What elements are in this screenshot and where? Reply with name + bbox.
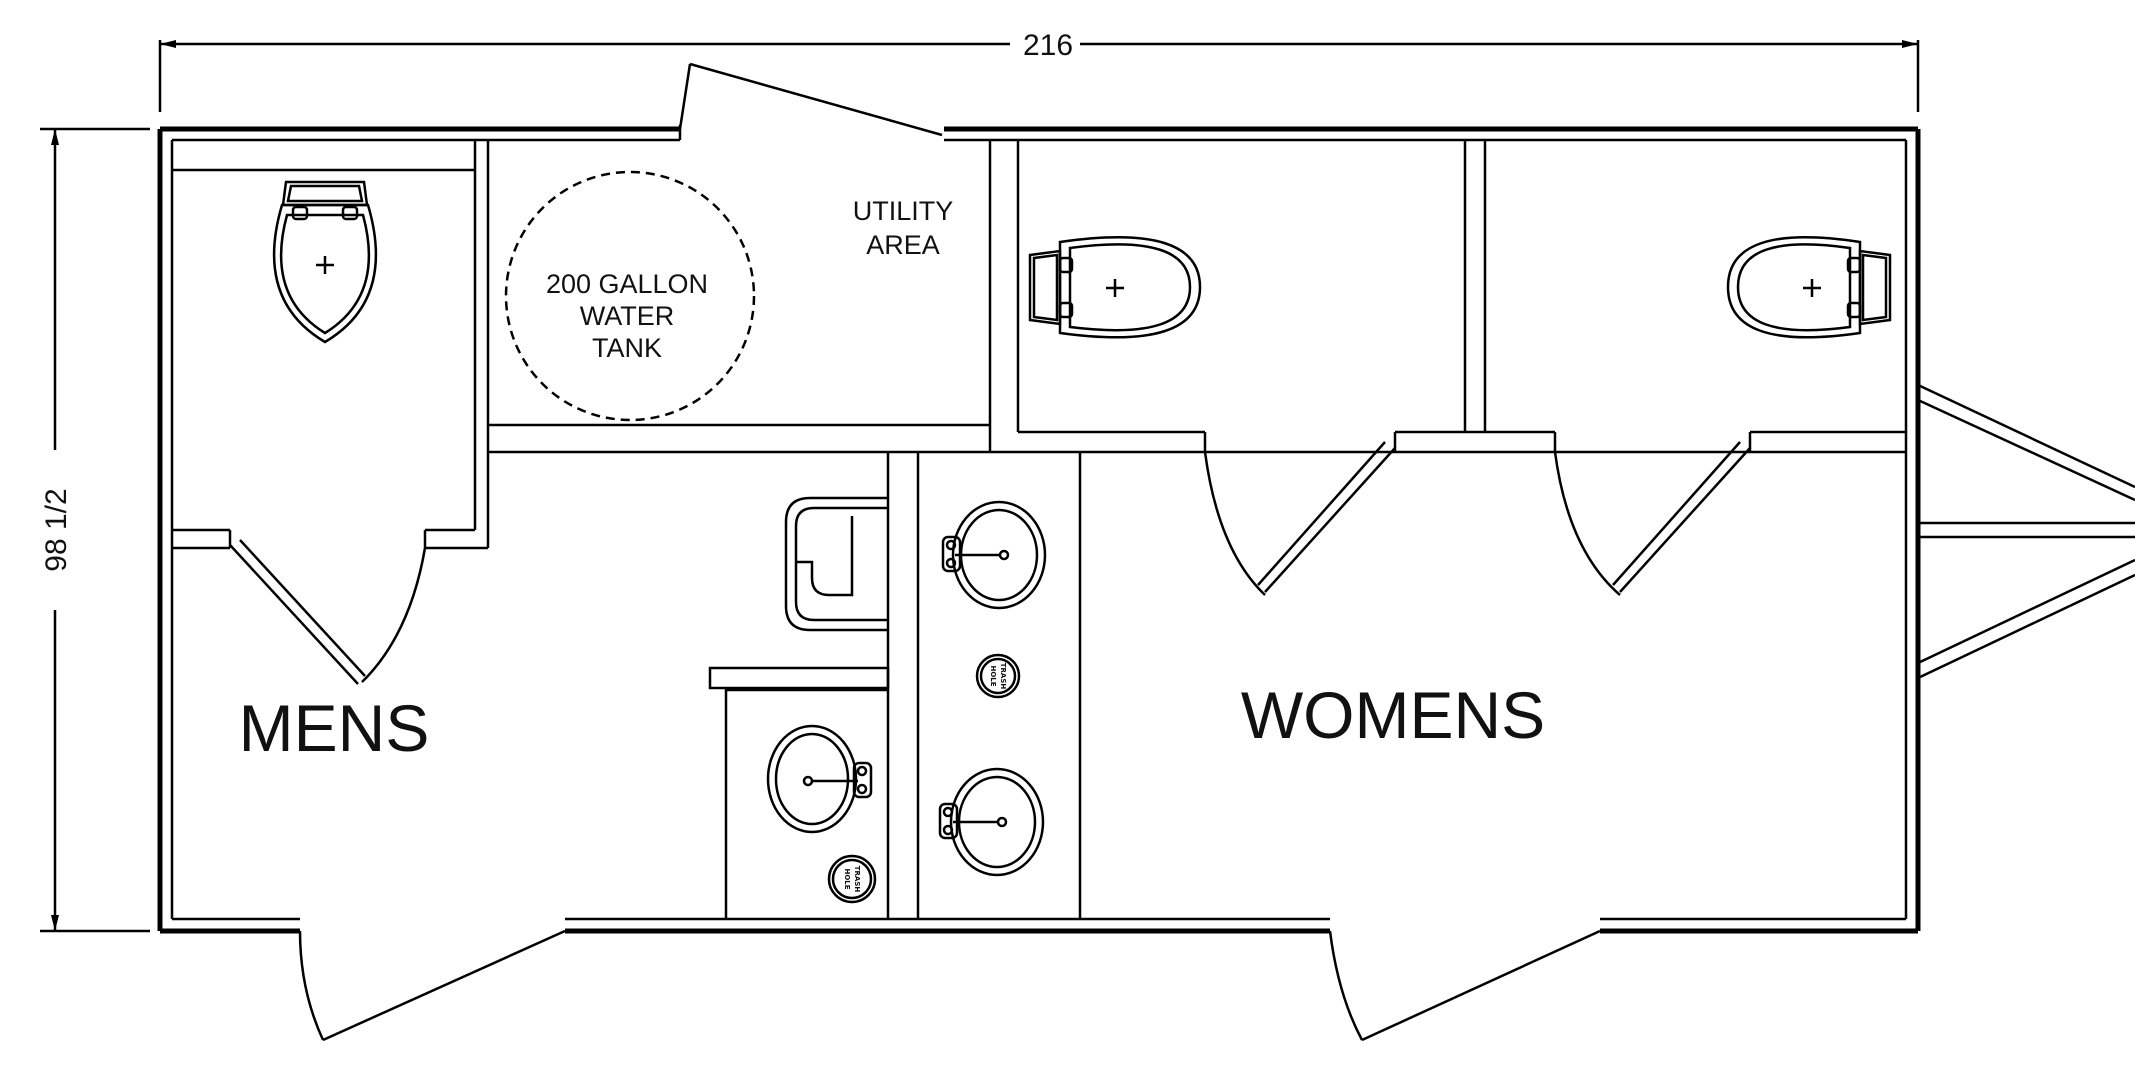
tank-label-line-1: 200 GALLON xyxy=(546,269,708,299)
water-tank: 200 GALLON WATER TANK xyxy=(504,170,756,422)
mens-sink-icon xyxy=(766,724,873,834)
utility-area: UTILITY AREA xyxy=(853,196,954,260)
womens-room-label: WOMENS xyxy=(1241,678,1545,752)
utility-label-line-2: AREA xyxy=(866,230,940,260)
interior-walls xyxy=(172,140,1905,919)
tank-label-line-2: WATER xyxy=(580,301,675,331)
width-label: 216 xyxy=(1023,29,1073,62)
utility-label-line-1: UTILITY xyxy=(853,196,954,226)
womens-stall-door-2 xyxy=(1553,441,1751,596)
svg-text:TRASH: TRASH xyxy=(853,866,861,893)
trailer-hitch xyxy=(1917,383,2135,680)
width-dimension: 216 xyxy=(158,29,1920,112)
womens-stall-door-1 xyxy=(1203,441,1396,596)
svg-text:HOLE: HOLE xyxy=(989,665,997,686)
mens-toilet-icon xyxy=(272,180,378,344)
womens-toilet-icon-2 xyxy=(1726,236,1892,339)
urinal-icon xyxy=(784,496,888,632)
svg-text:TRASH: TRASH xyxy=(999,663,1007,690)
womens-sink-icon-2 xyxy=(938,767,1045,877)
svg-text:HOLE: HOLE xyxy=(843,868,851,889)
mens-room-label: MENS xyxy=(239,691,430,765)
mens-stall-door xyxy=(229,539,427,685)
womens-sink-icon-1 xyxy=(941,500,1047,610)
womens-exterior-door xyxy=(1328,929,1601,1042)
utility-exterior-door xyxy=(678,62,943,140)
height-label: 98 1/2 xyxy=(40,488,73,571)
height-dimension: 98 1/2 xyxy=(40,127,150,933)
mens-trash-icon: TRASH HOLE xyxy=(827,854,877,904)
tank-label-line-3: TANK xyxy=(592,333,662,363)
mens-exterior-door xyxy=(298,929,566,1042)
womens-toilet-icon-1 xyxy=(1028,236,1202,339)
womens-trash-icon: TRASH HOLE xyxy=(975,653,1021,699)
